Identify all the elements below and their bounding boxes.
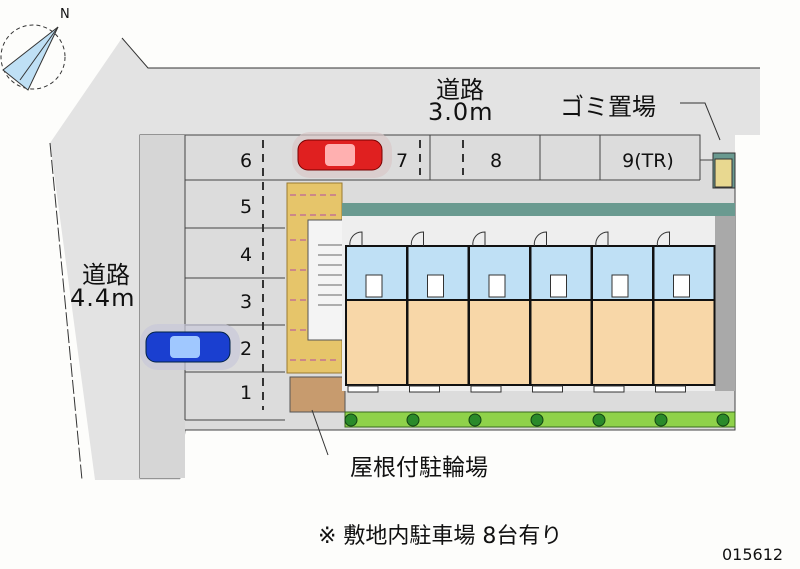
apartment-units bbox=[345, 231, 716, 393]
compass-north-label: N bbox=[60, 7, 70, 22]
tree-icon bbox=[530, 413, 544, 427]
property-code: 015612 bbox=[722, 545, 784, 564]
tree-icon bbox=[468, 413, 482, 427]
space-label-4: 4 bbox=[240, 244, 252, 266]
apartment-unit bbox=[529, 231, 593, 393]
space-label-7: 7 bbox=[396, 150, 408, 172]
garbage-leader-line bbox=[680, 102, 721, 141]
stair-steps bbox=[318, 244, 345, 306]
space-label-8: 8 bbox=[490, 150, 502, 172]
trees bbox=[344, 413, 730, 427]
tree-icon bbox=[716, 413, 730, 427]
tree-icon bbox=[654, 413, 668, 427]
parking-labels: 1 2 3 4 5 6 7 8 9(TR) bbox=[240, 150, 674, 404]
bicycle-leader-line bbox=[311, 409, 329, 456]
space-label-2: 2 bbox=[240, 338, 252, 360]
space-label-3: 3 bbox=[240, 291, 252, 313]
road-left-name: 道路 bbox=[82, 261, 130, 289]
garbage-label: ゴミ置場 bbox=[560, 93, 656, 121]
lot-aisle bbox=[140, 135, 185, 478]
staircase bbox=[307, 219, 349, 341]
parking-note: ※ 敷地内駐車場 8台有り bbox=[318, 524, 563, 549]
apartment-unit bbox=[652, 231, 716, 393]
compass-icon: N bbox=[0, 7, 70, 91]
building-eave bbox=[342, 203, 735, 216]
parking-dividers bbox=[262, 140, 464, 410]
road-edge-left bbox=[49, 142, 83, 481]
tree-icon bbox=[592, 413, 606, 427]
parking-lines bbox=[184, 135, 701, 421]
car-blue-icon bbox=[140, 324, 240, 370]
road-edge bbox=[121, 37, 760, 69]
tree-icon bbox=[406, 413, 420, 427]
car-red-icon bbox=[292, 132, 392, 178]
garbage-box-icon bbox=[714, 158, 733, 188]
apartment-unit bbox=[406, 231, 470, 393]
space-label-1: 1 bbox=[240, 382, 252, 404]
apartment-unit bbox=[591, 231, 654, 393]
space-label-9: 9(TR) bbox=[622, 150, 674, 172]
apartment-unit bbox=[468, 231, 531, 393]
road-top-width: 3.0m bbox=[428, 98, 494, 126]
apartment-unit bbox=[345, 231, 408, 393]
space-label-6: 6 bbox=[240, 150, 252, 172]
road-left-width: 4.4m bbox=[70, 284, 136, 312]
space-label-5: 5 bbox=[240, 196, 252, 218]
tree-icon bbox=[344, 413, 358, 427]
bicycle-parking bbox=[289, 376, 346, 413]
building-shadow bbox=[715, 216, 735, 391]
road-top-name: 道路 bbox=[436, 76, 484, 104]
bicycle-parking-label: 屋根付駐輪場 bbox=[350, 455, 488, 481]
